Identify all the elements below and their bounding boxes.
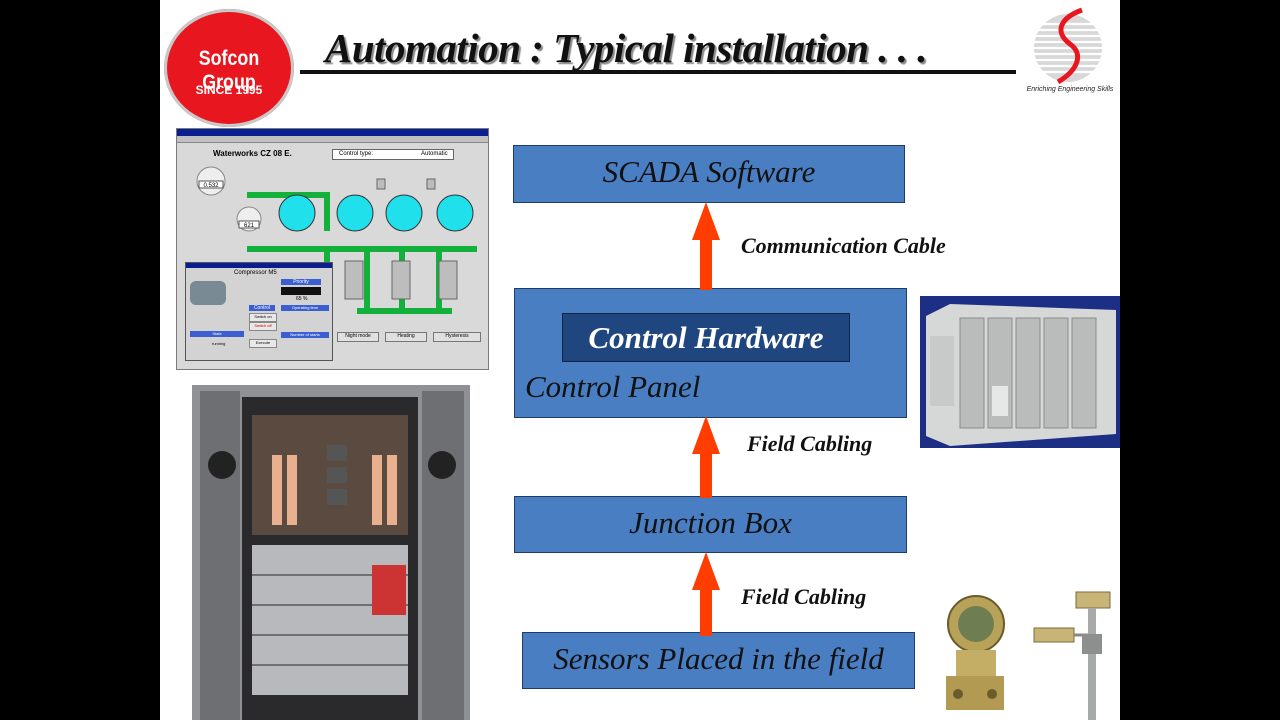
motor-icon <box>190 281 226 305</box>
scada-software-label: SCADA Software <box>602 154 816 189</box>
gauge-value-2: 621 <box>244 223 255 229</box>
plc-illustration <box>920 296 1120 448</box>
scada-toolbar <box>177 136 488 143</box>
sofcon-logo: Sofcon Group SINCE 1995 <box>164 9 294 127</box>
compressor-window: Compressor M5 Priority 65 % Control Swit… <box>185 262 333 361</box>
sensors-box: Sensors Placed in the field <box>522 632 915 689</box>
field-cabling-label-2: Field Cabling <box>741 584 867 609</box>
switch-on-button[interactable]: Switch on <box>249 313 277 322</box>
arrow-up-icon <box>692 552 720 636</box>
junction-box-label: Junction Box <box>629 505 792 540</box>
control-hardware-label: Control Hardware <box>588 320 824 355</box>
control-panel-illustration <box>192 385 470 720</box>
priority-label: Priority <box>281 279 321 285</box>
title-underline <box>300 70 1016 74</box>
level-sensor-icon <box>1033 591 1111 720</box>
scada-titlebar <box>177 129 488 136</box>
sofcon-s-logo-icon <box>1034 7 1104 85</box>
logo-line2: SINCE 1995 <box>195 83 263 97</box>
scada-process-graphic: 0.532 621 <box>196 166 477 314</box>
state-value: running <box>212 341 226 346</box>
control-label: Control <box>249 305 275 311</box>
logo-line1: Sofcon Group <box>198 47 260 94</box>
control-panel-box: Control Hardware Control Panel <box>514 288 907 418</box>
scada-software-box: SCADA Software <box>513 145 905 203</box>
priority-bar <box>281 287 321 295</box>
night-mode-button[interactable]: Night mode <box>337 332 379 342</box>
plc-hardware-photo <box>920 296 1120 448</box>
compressor-titlebar <box>186 263 332 268</box>
junction-box: Junction Box <box>514 496 907 553</box>
priority-value: 65 % <box>296 296 308 302</box>
execute-button[interactable]: Execute <box>249 339 277 348</box>
hysteresis-button[interactable]: Hysteresis <box>433 332 481 342</box>
compressor-title: Compressor M5 <box>234 270 277 276</box>
field-cabling-label-1: Field Cabling <box>747 431 873 456</box>
scada-screen-title: Waterworks CZ 08 E. <box>213 149 292 158</box>
control-type-label: Control type: <box>339 151 374 157</box>
operating-time-label: Operating time <box>281 305 329 311</box>
state-label: State <box>190 331 244 337</box>
slide-title: Automation : Typical installation . . . <box>325 25 928 71</box>
control-type-field: Control type: Automatic <box>332 149 454 160</box>
logo-tagline: Enriching Engineering Skills <box>1026 86 1114 93</box>
arrow-up-icon <box>692 202 720 290</box>
pressure-transmitter-icon <box>946 595 1005 710</box>
gauge-value-1: 0.532 <box>203 183 219 189</box>
slide: Sofcon Group SINCE 1995 Automation : Typ… <box>160 0 1120 720</box>
switch-off-button[interactable]: Switch off <box>249 322 277 331</box>
number-of-starts-label: Number of starts <box>281 332 329 338</box>
communication-cable-label: Communication Cable <box>741 233 946 258</box>
scada-screenshot: Waterworks CZ 08 E. Control type: Automa… <box>176 128 489 370</box>
control-panel-photo <box>192 385 470 720</box>
control-panel-label: Control Panel <box>525 369 701 404</box>
control-type-value: Automatic <box>421 151 448 157</box>
heating-button[interactable]: Heating <box>385 332 427 342</box>
control-hardware-box: Control Hardware <box>562 313 850 362</box>
sensors-label: Sensors Placed in the field <box>553 641 884 676</box>
arrow-up-icon <box>692 416 720 498</box>
